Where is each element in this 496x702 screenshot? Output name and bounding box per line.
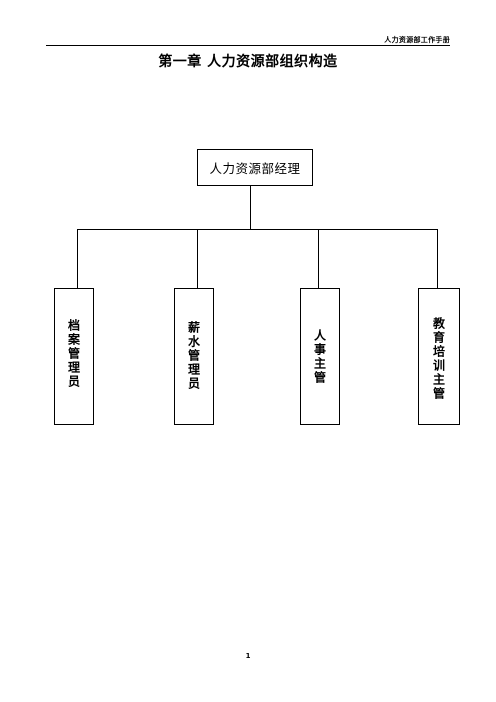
header-text: 人力资源部工作手册 bbox=[384, 36, 450, 44]
org-root-box: 人力资源部经理 bbox=[197, 149, 313, 186]
connector-drop-4 bbox=[437, 229, 438, 288]
org-child-box-1: 档案管理员 bbox=[54, 288, 94, 425]
chapter-title: 第一章 人力资源部组织构造 bbox=[158, 54, 338, 70]
page-number: 1 bbox=[245, 652, 251, 660]
org-child-box-4: 教育培训主管 bbox=[418, 288, 460, 425]
connector-drop-2 bbox=[197, 229, 198, 288]
connector-drop-1 bbox=[77, 229, 78, 288]
org-child-label-2: 薪水管理员 bbox=[186, 321, 201, 391]
org-child-box-3: 人事主管 bbox=[300, 288, 340, 425]
connector-drop-3 bbox=[318, 229, 319, 288]
header-rule bbox=[46, 45, 450, 46]
org-root-label: 人力资源部经理 bbox=[209, 161, 301, 176]
connector-horizontal-bar bbox=[77, 229, 438, 230]
org-child-box-2: 薪水管理员 bbox=[174, 288, 214, 425]
org-child-label-1: 档案管理员 bbox=[66, 319, 81, 389]
connector-root-stem bbox=[250, 186, 251, 229]
org-child-label-4: 教育培训主管 bbox=[431, 317, 446, 401]
org-child-label-3: 人事主管 bbox=[312, 329, 327, 385]
